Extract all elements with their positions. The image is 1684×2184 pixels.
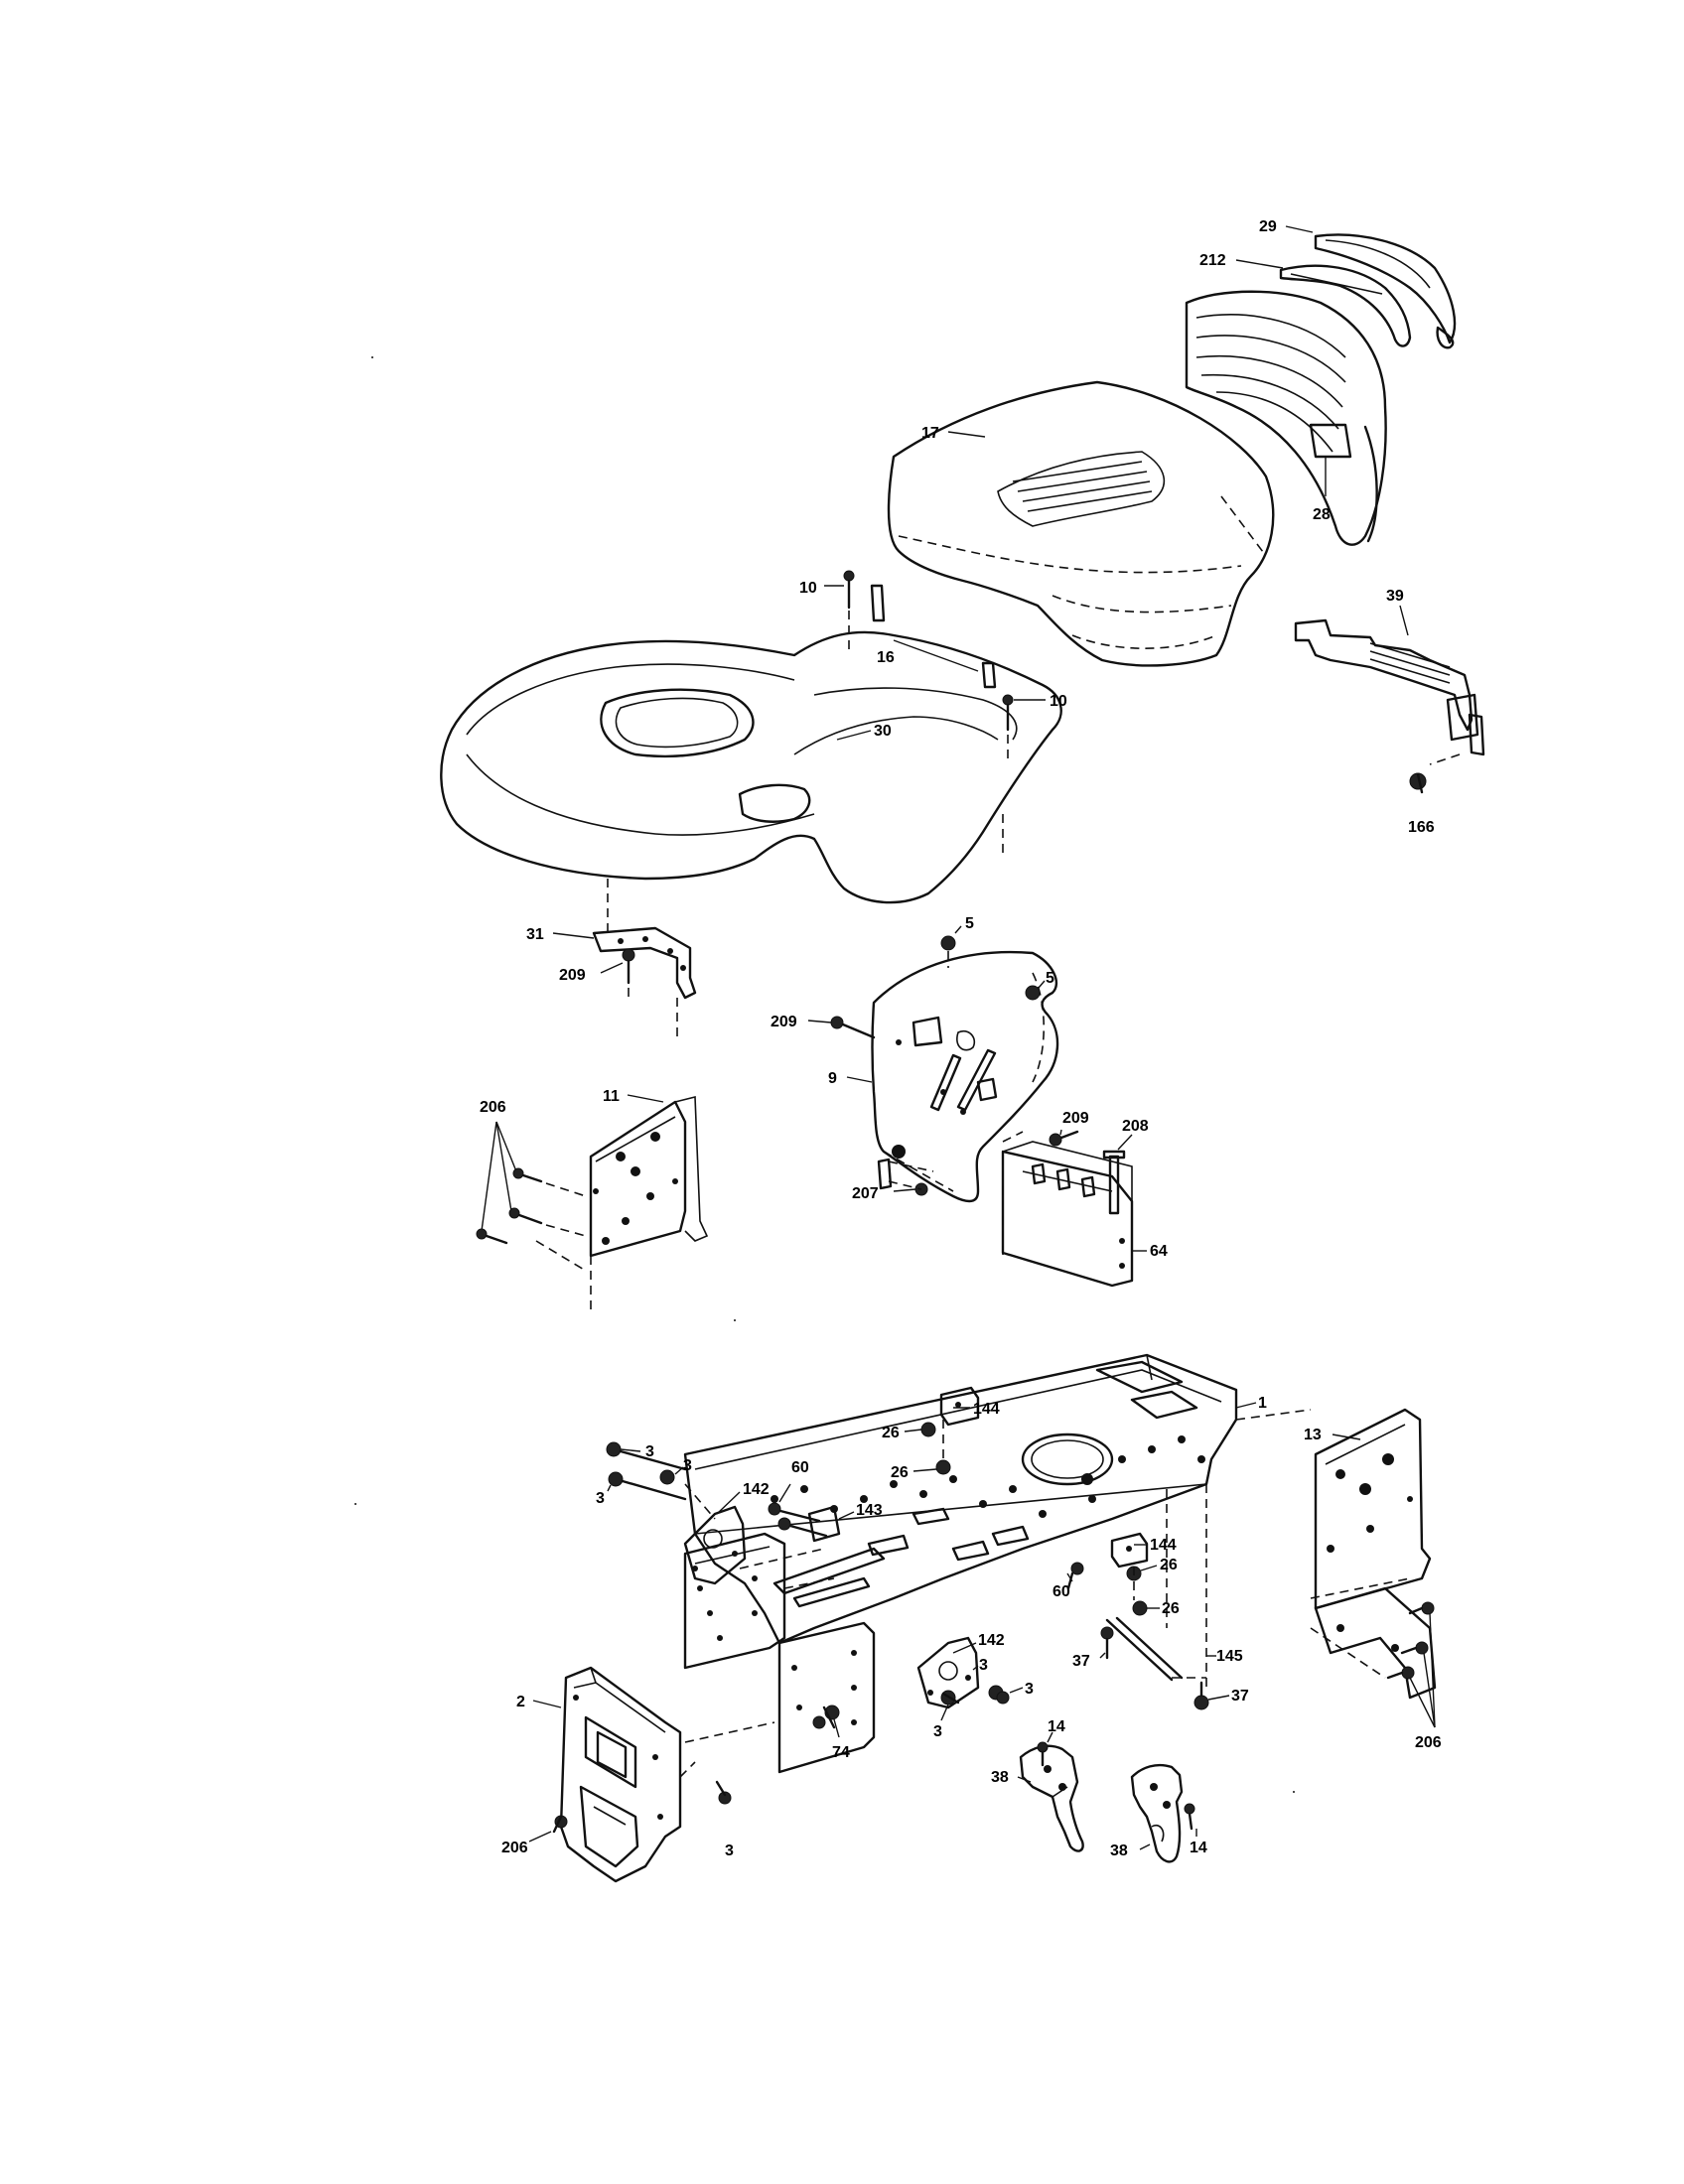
part-31-seat-bracket [592, 879, 697, 1042]
part-212-grille-insert [1279, 264, 1412, 347]
callout-144a: 144 [973, 1401, 1000, 1418]
part-142-bracket-lower [916, 1636, 980, 1709]
scan-marks [354, 356, 1295, 1793]
callout-14b: 14 [1190, 1840, 1207, 1856]
callout-142a: 142 [743, 1481, 770, 1498]
callout-3d: 3 [979, 1657, 988, 1674]
callout-11: 11 [603, 1088, 620, 1105]
callout-166: 166 [1408, 819, 1435, 836]
callout-144b: 144 [1150, 1537, 1177, 1554]
callout-207: 207 [852, 1185, 879, 1202]
part-9-dash-panel [871, 950, 1059, 1203]
callout-3f: 3 [933, 1723, 942, 1740]
part-74-nut [812, 1705, 840, 1729]
callout-212: 212 [1199, 252, 1226, 269]
callout-3e: 3 [1025, 1681, 1034, 1698]
callout-28: 28 [1313, 506, 1331, 523]
callout-1: 1 [1258, 1395, 1267, 1412]
part-13-right-panel [1310, 1408, 1437, 1700]
part-145-rod [1105, 1616, 1206, 1682]
part-206-screws-left [476, 1121, 587, 1245]
callout-2: 2 [516, 1694, 525, 1710]
callout-26b: 26 [891, 1464, 909, 1481]
callout-13: 13 [1304, 1427, 1322, 1443]
part-64-support [1001, 1131, 1134, 1288]
part-26-nuts [920, 1420, 1148, 1616]
part-30-fender [440, 630, 1062, 904]
part-10-bolts [843, 570, 1014, 764]
part-207-clip [877, 1158, 934, 1196]
part-14-screw-right [1184, 1803, 1195, 1831]
part-29-grille-trim [1314, 233, 1457, 349]
callout-60a: 60 [791, 1459, 809, 1476]
callout-14a: 14 [1048, 1718, 1065, 1735]
part-208-bolt [1102, 1150, 1126, 1215]
callout-206c: 206 [501, 1840, 528, 1856]
callout-10a: 10 [799, 580, 817, 597]
callout-30: 30 [874, 723, 892, 740]
part-38-bracket-left [1019, 1744, 1084, 1852]
frame-side-plates [683, 1532, 876, 1774]
callout-37b: 37 [1231, 1688, 1249, 1705]
part-14-screw-left [1037, 1741, 1049, 1767]
part-39-bracket [1294, 618, 1485, 765]
callout-38a: 38 [991, 1769, 1009, 1786]
callout-38b: 38 [1110, 1843, 1128, 1859]
callout-206b: 206 [1415, 1734, 1442, 1751]
part-16-pin [870, 584, 997, 689]
part-28-front-grille [1185, 290, 1387, 546]
callout-3c: 3 [596, 1490, 605, 1507]
callout-5b: 5 [1046, 970, 1054, 987]
part-166-fastener [1409, 772, 1427, 794]
part-5-grommets [940, 935, 1041, 1001]
callout-9: 9 [828, 1070, 837, 1087]
part-60-bolts [768, 1502, 1084, 1590]
callout-145: 145 [1216, 1648, 1243, 1665]
callout-209a: 209 [559, 967, 586, 984]
part-2-front-panel [559, 1666, 775, 1883]
part-206-screws-right [1386, 1601, 1436, 1728]
callout-60b: 60 [1052, 1583, 1070, 1600]
callout-209c: 209 [1062, 1110, 1089, 1127]
part-17-hood [887, 380, 1275, 667]
callout-74: 74 [832, 1744, 850, 1761]
callout-17: 17 [921, 425, 939, 442]
part-209-screw-b [830, 1016, 876, 1039]
callout-209b: 209 [771, 1014, 797, 1030]
callout-37a: 37 [1072, 1653, 1090, 1670]
callout-3g: 3 [725, 1843, 734, 1859]
callout-64: 64 [1150, 1243, 1168, 1260]
callout-10b: 10 [1050, 693, 1067, 710]
callout-26c: 26 [1160, 1557, 1178, 1573]
callout-208: 208 [1122, 1118, 1149, 1135]
callout-143: 143 [856, 1502, 883, 1519]
callout-26d: 26 [1162, 1600, 1180, 1617]
part-206-screw-front [552, 1815, 568, 1834]
part-11-left-panel [535, 1095, 709, 1310]
part-37-bolts [1100, 1626, 1209, 1710]
callout-16: 16 [877, 649, 895, 666]
part-3-bolts [606, 1441, 1010, 1805]
callout-5a: 5 [965, 915, 974, 932]
callout-142b: 142 [978, 1632, 1005, 1649]
part-209-screw-a [622, 948, 635, 1003]
part-209-screw-c [1049, 1130, 1079, 1147]
callout-26a: 26 [882, 1425, 900, 1441]
callout-3b: 3 [683, 1457, 692, 1474]
part-38-bracket-right [1130, 1763, 1184, 1863]
callout-206a: 206 [480, 1099, 506, 1116]
callouts: 29 212 17 28 10 16 10 30 39 166 31 209 5… [480, 218, 1442, 1859]
callout-31: 31 [526, 926, 544, 943]
callout-3a: 3 [645, 1443, 654, 1460]
part-144-clips [939, 1386, 1149, 1569]
callout-39: 39 [1386, 588, 1404, 605]
callout-29: 29 [1259, 218, 1277, 235]
